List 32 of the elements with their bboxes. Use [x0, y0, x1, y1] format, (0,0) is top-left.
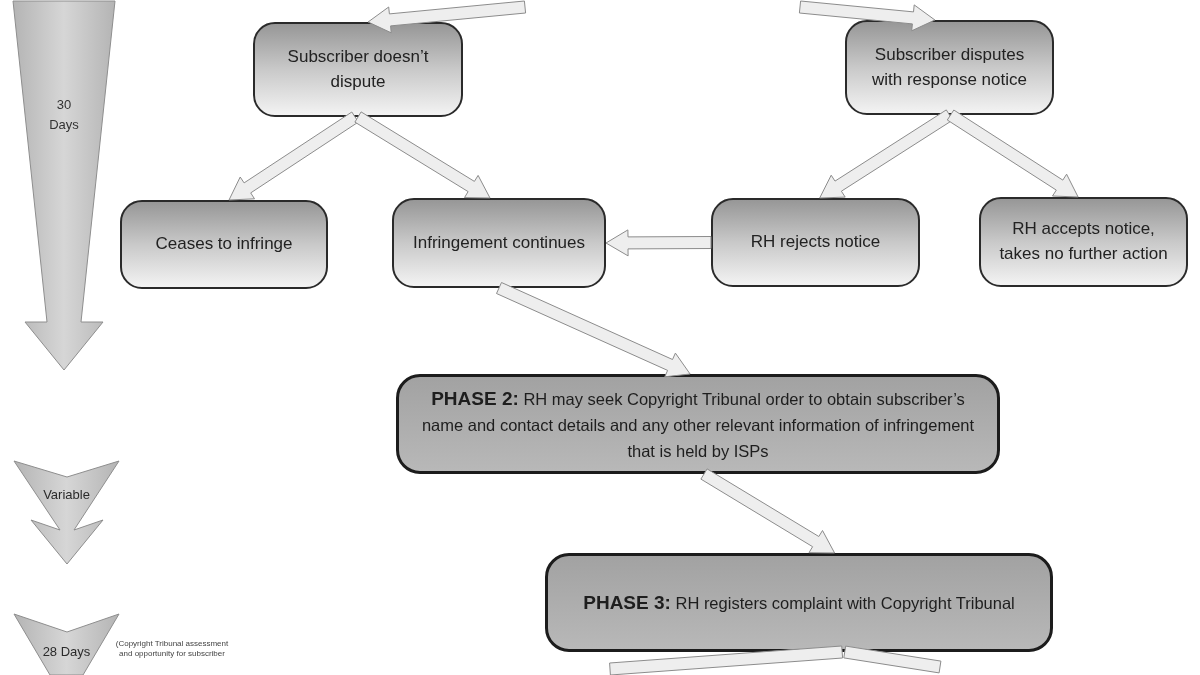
- process-box: [845, 20, 1054, 115]
- step-text: Ceases to infringe: [155, 233, 293, 256]
- block-arrow: [354, 111, 491, 199]
- timeline-chevron: [13, 460, 120, 565]
- block-arrow: [496, 282, 691, 378]
- block-arrow: [609, 645, 844, 675]
- block-arrow: [228, 111, 359, 201]
- block-arrow: [798, 0, 936, 32]
- block-arrow: [367, 0, 527, 34]
- process-box: [120, 200, 328, 289]
- process-box: [979, 197, 1188, 287]
- step-text: RH accepts notice, takes no further action: [998, 218, 1169, 265]
- duration-label: Variable: [43, 487, 90, 503]
- block-arrow: [700, 468, 836, 554]
- block-arrow: [605, 229, 712, 257]
- block-arrow: [946, 109, 1079, 198]
- block-arrow: [843, 645, 942, 674]
- phase-text: PHASE 2: RH may seek Copyright Tribunal order to obtain subscriber’s name and contact details and any other relevant information of infringement that is held by ISPs: [420, 386, 976, 462]
- step-text: Infringement continues: [413, 231, 585, 254]
- process-box: [253, 22, 463, 117]
- phase-box: [545, 553, 1053, 652]
- process-box: [392, 198, 606, 288]
- process-box: [711, 198, 920, 287]
- timeline-arrow: [12, 0, 116, 372]
- duration-label: 28 Days: [42, 644, 91, 660]
- step-text: Subscriber doesn’t dispute: [286, 45, 430, 93]
- phase-text: PHASE 3: RH registers complaint with Copyright Tribunal: [583, 590, 1015, 615]
- phase-box: [396, 374, 1000, 474]
- note-text: (Copyright Tribunal assessment and opportunity for subscriber: [114, 639, 230, 659]
- step-text: RH rejects notice: [750, 231, 881, 254]
- duration-label: 30 Days: [48, 96, 80, 135]
- step-text: Subscriber disputes with response notice: [871, 43, 1028, 91]
